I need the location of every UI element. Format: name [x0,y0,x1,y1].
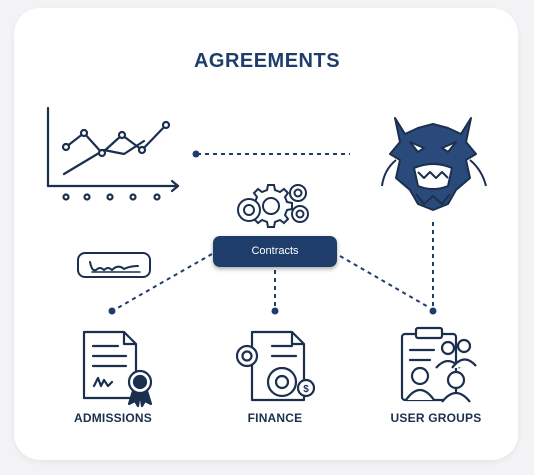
gears-icon [237,184,309,228]
svg-text:$: $ [303,384,309,395]
admissions-label: ADMISSIONS [73,411,152,425]
finance-document-icon [235,330,316,402]
diagram-title: AGREEMENTS [193,50,341,72]
connector-endpoints [108,150,437,315]
finance-label: FINANCE [247,411,303,425]
contracts-node[interactable]: Contracts [213,236,337,267]
connector-contracts-admissions [113,253,213,311]
connector-contracts-usergroups [339,255,431,309]
connectors [113,153,434,311]
user-groups-label: USER GROUPS [390,411,482,425]
signature-icon [77,252,151,278]
user-groups-clipboard-icon [400,326,477,403]
dragon-mask-icon [381,117,487,211]
line-chart-icon [46,106,180,201]
certificate-document-icon [82,330,153,408]
